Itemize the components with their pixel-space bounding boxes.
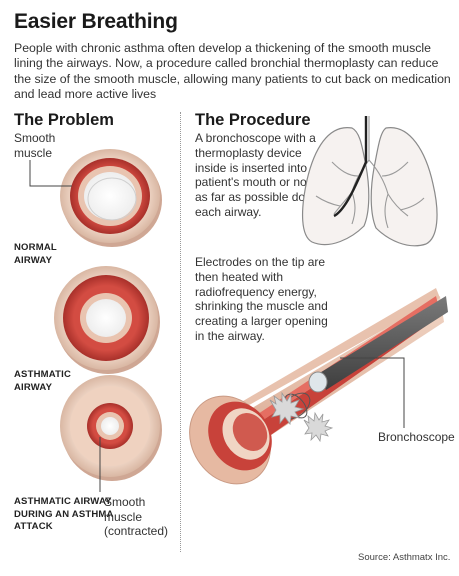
bronchoscope-label: Bronchoscope (378, 430, 455, 444)
asthmatic-airway-label: ASTHMATIC AIRWAY (14, 369, 72, 393)
problem-heading: The Problem (14, 111, 114, 129)
airway-tube-illustration (189, 288, 448, 485)
source-credit: Source: Asthmatx Inc. (358, 552, 451, 563)
intro-text: People with chronic asthma often develop… (14, 41, 451, 101)
normal-airway-illustration (60, 149, 162, 247)
procedure-heading: The Procedure (195, 111, 311, 129)
procedure-step-2: Electrodes on the tip are then heated wi… (195, 255, 328, 343)
asthmatic-airway-illustration (54, 266, 160, 374)
section-divider (180, 112, 181, 552)
asthma-attack-label: ASTHMATIC AIRWAY DURING AN ASTHMA ATTACK (14, 496, 114, 532)
procedure-step-1: A bronchoscope with a thermoplasty devic… (195, 131, 328, 219)
asthma-attack-airway-illustration (60, 375, 162, 481)
page-title: Easier Breathing (14, 10, 178, 33)
contracted-muscle-label: Smooth muscle (contracted) (104, 495, 169, 538)
lungs-illustration (301, 116, 438, 247)
bronchoscope-leader (340, 357, 405, 428)
smooth-muscle-label: Smooth muscle (14, 131, 56, 160)
smooth-muscle-leader (29, 160, 72, 187)
normal-airway-label: NORMAL AIRWAY (14, 242, 57, 266)
